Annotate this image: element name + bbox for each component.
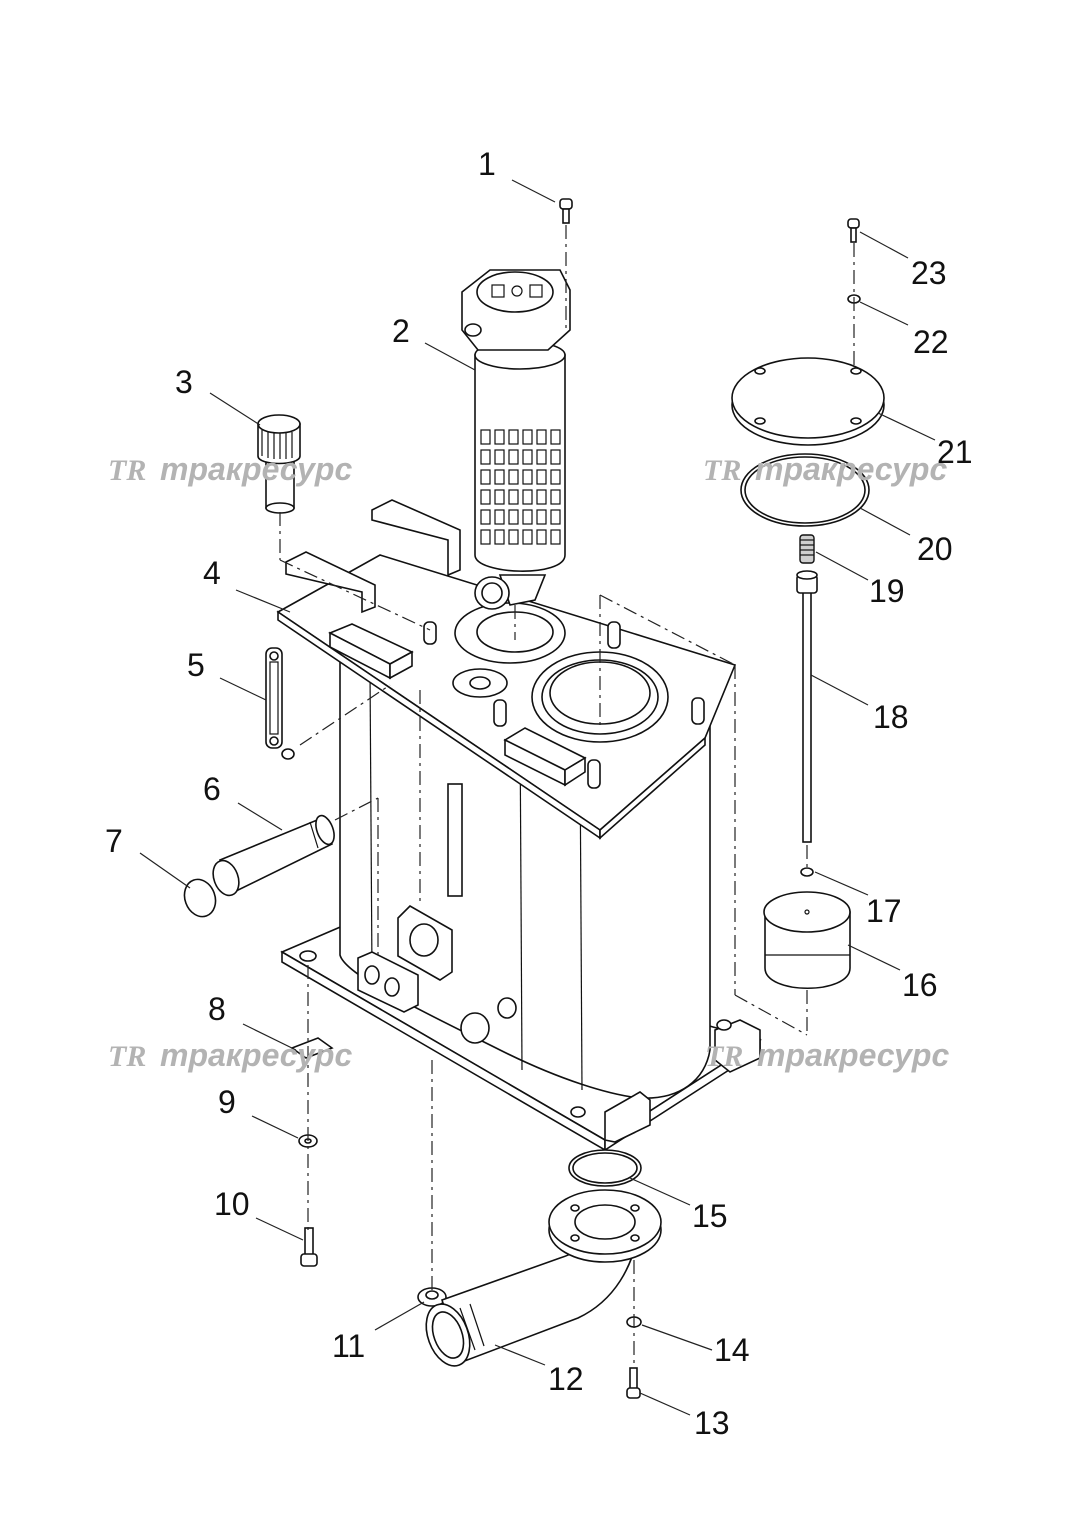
- callout-22: 22: [913, 324, 949, 360]
- part-1-screw: [559, 198, 573, 224]
- part-20-gasket: [740, 453, 870, 527]
- part-5-level-gauge: [265, 647, 295, 760]
- part-21-cover: [731, 357, 885, 446]
- callout-3: 3: [175, 364, 193, 400]
- watermark-logo: TR: [108, 454, 146, 487]
- watermark-top-left: TR тракресурс: [108, 451, 352, 487]
- part-18-rod: [796, 570, 818, 843]
- callout-16: 16: [902, 967, 938, 1003]
- part-7-plug: [183, 878, 217, 918]
- callout-11: 11: [332, 1328, 365, 1364]
- part-3-breather-cap: [257, 414, 301, 514]
- callout-9: 9: [218, 1084, 236, 1120]
- callout-1: 1: [478, 146, 496, 182]
- callout-8: 8: [208, 991, 226, 1027]
- part-2-return-filter: [461, 269, 571, 610]
- part-16-suction-strainer: [763, 891, 851, 990]
- part-11-seal-washer: [417, 1287, 447, 1307]
- hydraulic-tank: [276, 499, 762, 1152]
- watermark-bottom-right: TR тракресурс: [705, 1037, 949, 1073]
- callout-20: 20: [917, 531, 953, 567]
- watermark-text: тракресурс: [757, 1037, 949, 1073]
- callout-4: 4: [203, 555, 221, 591]
- part-19-spring: [799, 534, 815, 564]
- part-6-pipe: [212, 814, 335, 897]
- part-13-bolt: [626, 1367, 641, 1399]
- watermark-logo: TR: [705, 1040, 743, 1073]
- callout-15: 15: [692, 1198, 728, 1234]
- callout-18: 18: [873, 699, 909, 735]
- callout-21: 21: [937, 434, 973, 470]
- part-4-bracket: [285, 551, 376, 614]
- callout-12: 12: [548, 1361, 584, 1397]
- assembly-centerlines: [279, 225, 855, 1368]
- callout-2: 2: [392, 313, 410, 349]
- part-10-bolt: [300, 1227, 318, 1267]
- watermark-top-right: TR тракресурс: [703, 451, 947, 487]
- watermark-text: тракресурс: [755, 451, 947, 487]
- callout-10: 10: [214, 1186, 250, 1222]
- part-17-nut: [800, 867, 814, 877]
- callout-19: 19: [869, 573, 905, 609]
- watermark-bottom-left: TR тракресурс: [108, 1037, 352, 1073]
- callout-5: 5: [187, 647, 205, 683]
- tank-studs: [423, 621, 705, 789]
- callout-6: 6: [203, 771, 221, 807]
- watermark-text: тракресурс: [160, 451, 352, 487]
- callout-labels: 1 2 3 4 5 6 7 8 9 10 11 12 13 14 15 16 1…: [105, 146, 973, 1441]
- watermark-logo: TR: [703, 454, 741, 487]
- callout-14: 14: [714, 1332, 750, 1368]
- callout-leader-lines: [139, 179, 936, 1416]
- part-15-o-ring: [568, 1149, 642, 1187]
- watermark-logo: TR: [108, 1040, 146, 1073]
- callout-17: 17: [866, 893, 902, 929]
- callout-13: 13: [694, 1405, 730, 1441]
- watermark-text: тракресурс: [160, 1037, 352, 1073]
- callout-7: 7: [105, 823, 123, 859]
- callout-23: 23: [911, 255, 947, 291]
- part-23-bolt: [847, 218, 860, 243]
- part-12-suction-elbow: [425, 1189, 662, 1367]
- part-8-clamp: [290, 1037, 334, 1059]
